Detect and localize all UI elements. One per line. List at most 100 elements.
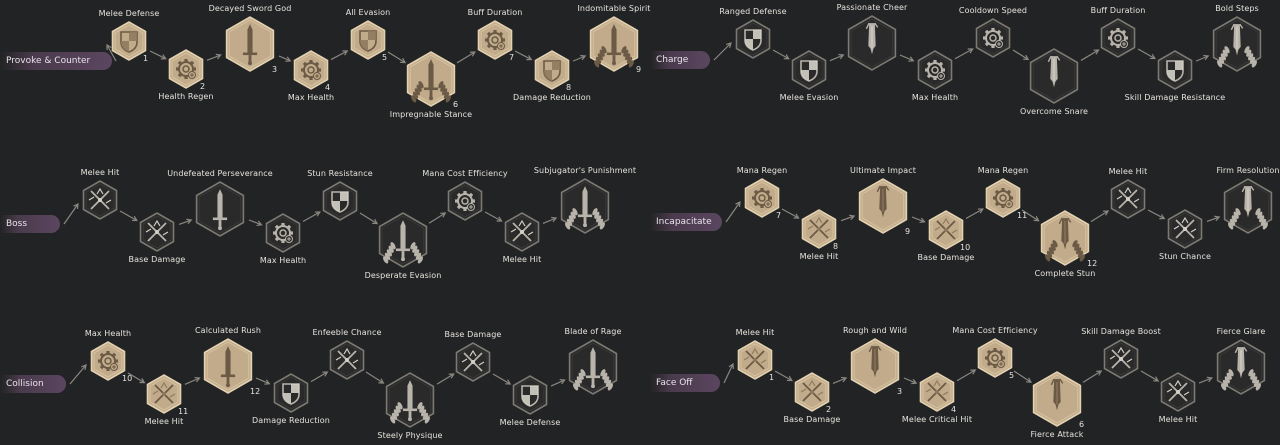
broken-sword-wreath-icon bbox=[1217, 23, 1257, 68]
skill-hex bbox=[1110, 179, 1146, 219]
skill-node[interactable] bbox=[270, 372, 312, 414]
skill-node[interactable] bbox=[290, 49, 332, 91]
skill-node[interactable] bbox=[798, 208, 840, 250]
skill-hex bbox=[504, 212, 540, 252]
skill-node[interactable] bbox=[854, 177, 912, 235]
skill-node[interactable] bbox=[79, 179, 121, 221]
tree-label-4[interactable]: Collision bbox=[0, 375, 66, 393]
gear-plus-icon bbox=[1108, 28, 1128, 48]
skill-node[interactable] bbox=[444, 180, 486, 222]
skill-node[interactable] bbox=[262, 212, 304, 254]
skill-node[interactable] bbox=[531, 49, 573, 91]
skill-node[interactable] bbox=[221, 15, 279, 73]
skill-name: Melee Hit bbox=[1158, 415, 1198, 424]
skill-node[interactable] bbox=[1097, 17, 1139, 59]
skill-node[interactable] bbox=[791, 371, 833, 413]
skill-order-number: 6 bbox=[1079, 420, 1085, 429]
skill-order-number: 7 bbox=[509, 53, 515, 62]
skill-name: Melee Hit bbox=[799, 252, 839, 261]
skill-node[interactable] bbox=[474, 19, 516, 61]
skill-hex bbox=[1167, 209, 1203, 249]
skill-name: Mana Regen bbox=[736, 166, 788, 175]
connector-arrow bbox=[900, 54, 916, 63]
skill-node[interactable] bbox=[974, 337, 1016, 379]
skill-node[interactable] bbox=[982, 177, 1024, 219]
skill-node[interactable] bbox=[374, 211, 432, 269]
skill-node[interactable] bbox=[741, 177, 783, 219]
skill-node[interactable] bbox=[1212, 338, 1270, 396]
skill-name: Buff Duration bbox=[467, 8, 523, 17]
skill-node[interactable] bbox=[916, 371, 958, 413]
skill-name: Base Damage bbox=[917, 253, 975, 262]
skill-node[interactable] bbox=[1100, 338, 1142, 380]
skill-node[interactable] bbox=[87, 340, 129, 382]
skill-hex bbox=[534, 50, 570, 90]
tree-label-1[interactable]: Charge bbox=[650, 51, 710, 69]
connector-arrow bbox=[1080, 49, 1100, 61]
tree-label-5[interactable]: Face Off bbox=[650, 374, 720, 392]
skill-node[interactable] bbox=[501, 211, 543, 253]
skill-node[interactable] bbox=[143, 373, 185, 415]
skill-node[interactable] bbox=[732, 18, 774, 60]
tree-label-0[interactable]: Provoke & Counter bbox=[0, 52, 112, 70]
skill-order-number: 2 bbox=[200, 82, 206, 91]
skill-hex bbox=[265, 213, 301, 253]
skill-order-number: 5 bbox=[1009, 371, 1015, 380]
crossed-swords-icon bbox=[1166, 379, 1190, 402]
skill-node[interactable] bbox=[108, 20, 150, 62]
skill-node[interactable] bbox=[402, 50, 460, 108]
skill-node[interactable] bbox=[1219, 177, 1277, 235]
skill-node[interactable] bbox=[1107, 178, 1149, 220]
skill-order-number: 12 bbox=[1087, 259, 1098, 268]
skill-node[interactable] bbox=[509, 374, 551, 416]
skill-node[interactable] bbox=[556, 177, 614, 235]
skill-node[interactable] bbox=[564, 338, 622, 396]
skill-node[interactable] bbox=[914, 49, 956, 91]
skill-node[interactable] bbox=[1036, 209, 1094, 267]
skill-node[interactable] bbox=[972, 17, 1014, 59]
skill-node[interactable] bbox=[1208, 15, 1266, 73]
skill-name: Melee Evasion bbox=[779, 93, 839, 102]
skill-name: Skill Damage Resistance bbox=[1124, 93, 1226, 102]
connector-arrow bbox=[310, 371, 329, 382]
crossed-swords-icon bbox=[1109, 346, 1133, 369]
skill-name: Enfeeble Chance bbox=[312, 328, 382, 337]
skill-node[interactable] bbox=[136, 211, 178, 253]
crossed-swords-icon bbox=[807, 216, 831, 239]
shield-icon bbox=[359, 30, 377, 52]
skill-node[interactable] bbox=[199, 337, 257, 395]
skill-node[interactable] bbox=[452, 341, 494, 383]
skill-node[interactable] bbox=[788, 49, 830, 91]
broken-sword-wreath-icon bbox=[1221, 346, 1261, 391]
connector-arrow bbox=[248, 219, 263, 227]
skill-node[interactable] bbox=[925, 209, 967, 251]
skill-node[interactable] bbox=[347, 19, 389, 61]
skill-node[interactable] bbox=[381, 371, 439, 429]
skill-node[interactable] bbox=[843, 14, 901, 72]
tree-label-2[interactable]: Boss bbox=[0, 215, 60, 233]
sword-wreath-icon bbox=[573, 347, 613, 391]
skill-node[interactable] bbox=[319, 180, 361, 222]
connector-arrow bbox=[1199, 377, 1214, 385]
skill-node[interactable] bbox=[1028, 370, 1086, 428]
skill-name: Base Damage bbox=[783, 415, 841, 424]
tree-label-3[interactable]: Incapacitate bbox=[650, 213, 722, 231]
shield-icon bbox=[1166, 60, 1184, 82]
skill-node[interactable] bbox=[165, 48, 207, 90]
connector-arrow bbox=[484, 211, 503, 222]
skill-node[interactable] bbox=[1157, 371, 1199, 413]
skill-hex bbox=[791, 50, 827, 90]
skill-hex bbox=[195, 181, 245, 237]
skill-node[interactable] bbox=[734, 339, 776, 381]
skill-node[interactable] bbox=[846, 337, 904, 395]
skill-name: Melee Critical Hit bbox=[901, 415, 973, 424]
skill-node[interactable] bbox=[1025, 47, 1083, 105]
skill-hex bbox=[589, 16, 639, 72]
skill-node[interactable] bbox=[585, 15, 643, 73]
broken-sword-icon bbox=[876, 185, 890, 218]
skill-node[interactable] bbox=[1164, 208, 1206, 250]
skill-name: Ranged Defense bbox=[719, 7, 787, 16]
skill-node[interactable] bbox=[326, 339, 368, 381]
skill-node[interactable] bbox=[1154, 49, 1196, 91]
skill-node[interactable] bbox=[191, 180, 249, 238]
